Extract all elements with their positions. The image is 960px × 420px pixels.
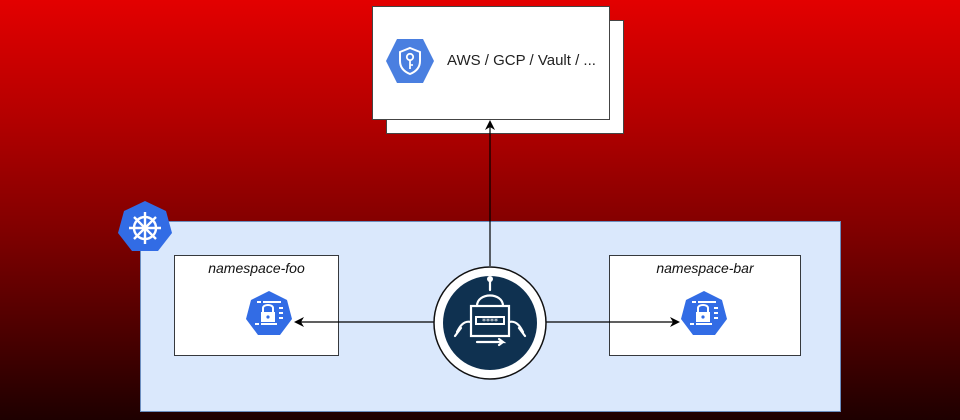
- password-mask: ****: [482, 317, 498, 326]
- robot-password-icon: ****: [433, 266, 547, 380]
- kubernetes-secret-icon: [246, 291, 292, 335]
- provider-label: AWS / GCP / Vault / ...: [447, 52, 596, 69]
- kubernetes-helm-icon: [118, 201, 172, 251]
- kubernetes-secret-icon: [681, 291, 727, 335]
- namespace-foo-label: namespace-foo: [208, 260, 305, 276]
- namespace-bar-label: namespace-bar: [656, 260, 754, 276]
- secret-manager-shield-key-icon: [386, 39, 434, 83]
